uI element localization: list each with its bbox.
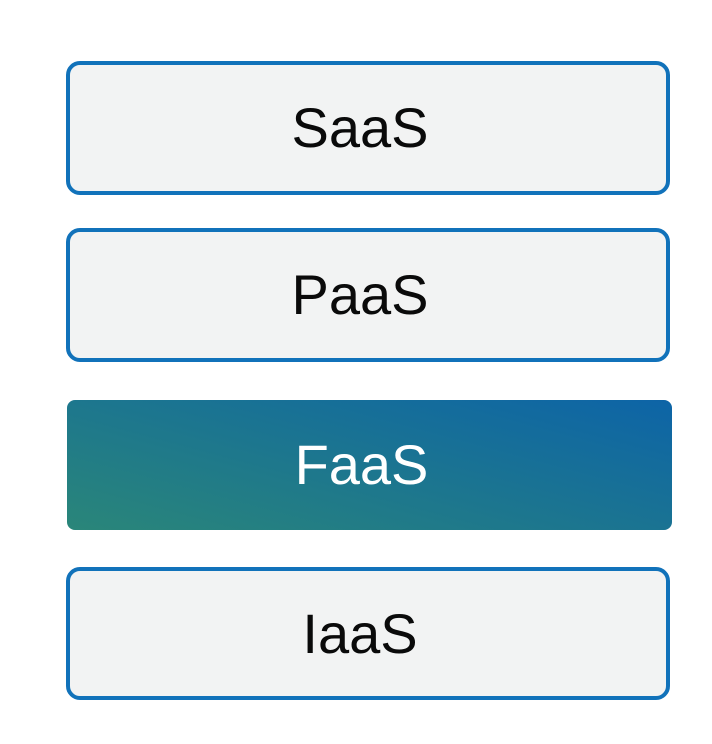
layer-label-saas: SaaS bbox=[291, 96, 429, 159]
layer-box-iaas: IaaS bbox=[66, 567, 670, 700]
layer-box-saas: SaaS bbox=[66, 61, 670, 195]
layer-label-paas: PaaS bbox=[291, 263, 429, 326]
layer-label-iaas: IaaS bbox=[302, 601, 418, 665]
layer-box-faas-highlighted: FaaS bbox=[67, 400, 672, 530]
layer-box-paas: PaaS bbox=[66, 228, 670, 362]
layer-label-faas: FaaS bbox=[294, 433, 429, 496]
